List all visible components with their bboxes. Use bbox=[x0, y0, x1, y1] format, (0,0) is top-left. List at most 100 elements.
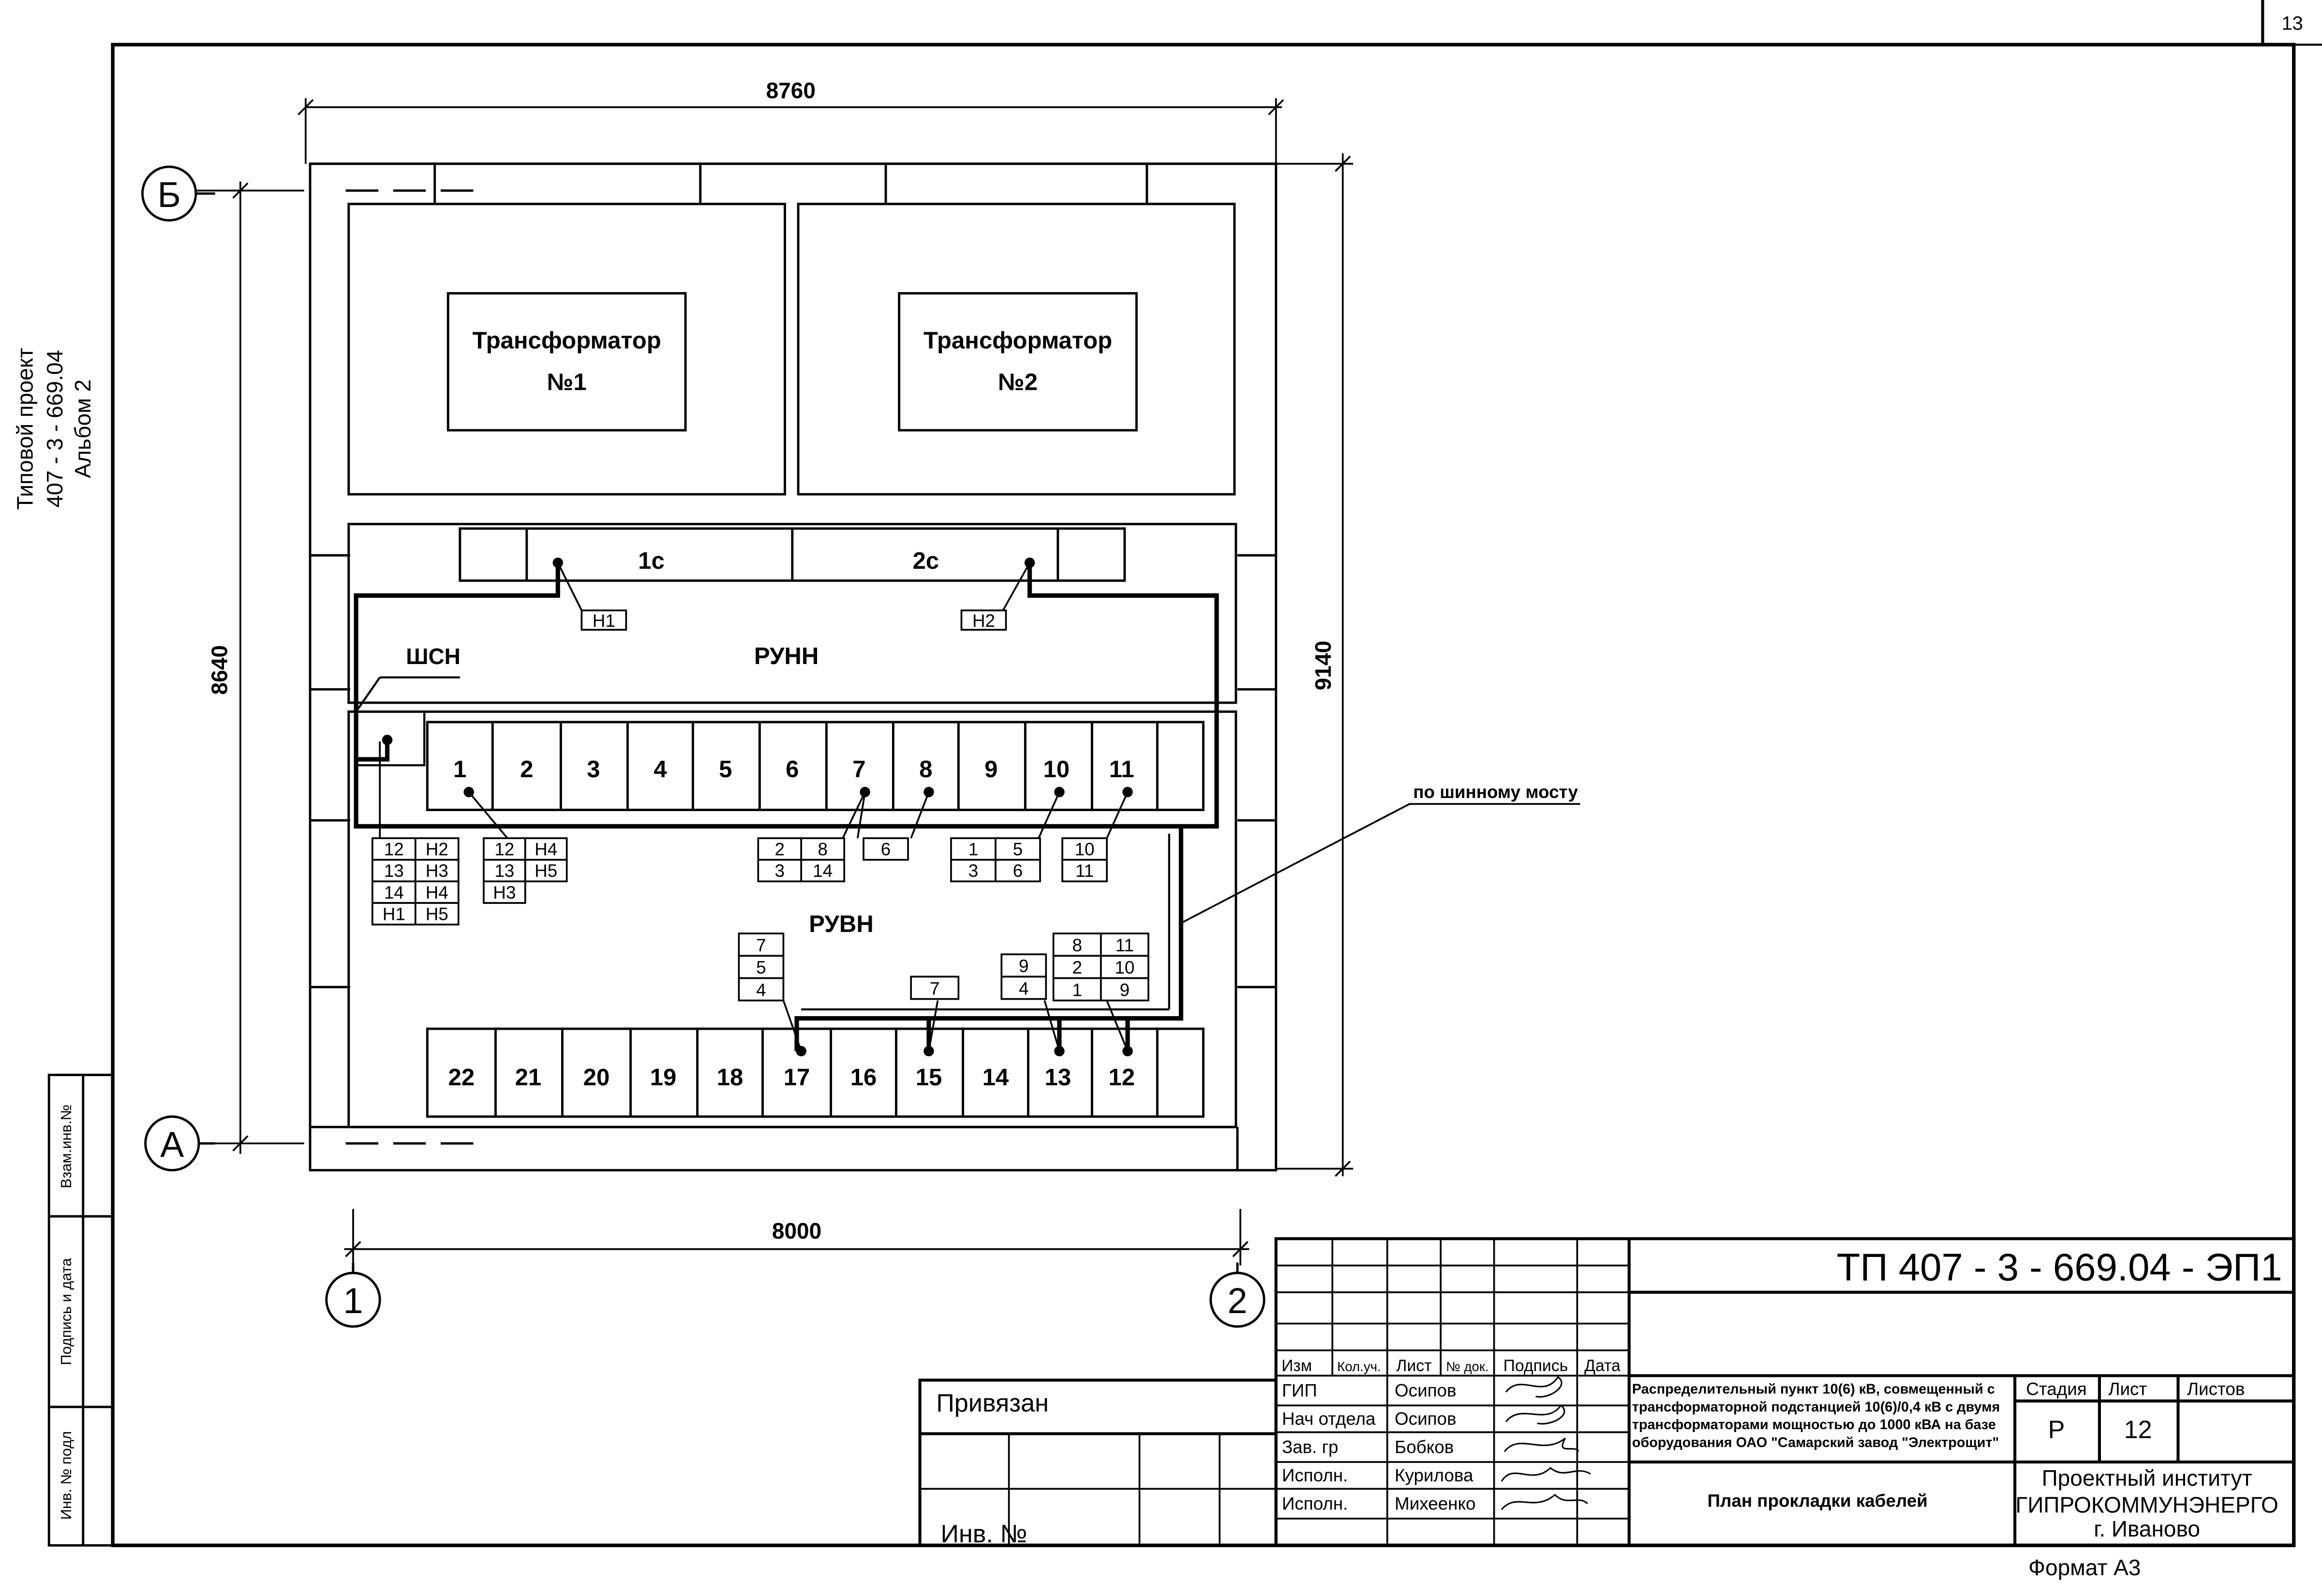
dim-top-width: 8760 bbox=[766, 78, 816, 103]
transformer-2-label: Трансформатор bbox=[923, 327, 1112, 354]
svg-text:Дата: Дата bbox=[1584, 1357, 1621, 1375]
cable-tag-number: 10 bbox=[1075, 839, 1095, 859]
cable-tag-number: 7 bbox=[756, 935, 766, 955]
dim-bottom-width: 8000 bbox=[772, 1218, 821, 1243]
cable-tag-box bbox=[863, 837, 909, 861]
leader-lines bbox=[379, 562, 1580, 1052]
axis-bubbles bbox=[141, 165, 1265, 1328]
cable-tag-number: Н3 bbox=[493, 883, 516, 902]
org-line-3: г. Иваново bbox=[2094, 1516, 2200, 1541]
cable-tag-number: 13 bbox=[494, 861, 514, 881]
cable-tag-number: 2 bbox=[775, 839, 785, 859]
cable-tag-box bbox=[1052, 932, 1102, 957]
transformer-room-1 bbox=[347, 203, 786, 496]
side-stamp: Типовой проект 407 - 3 - 669.04 Альбом 2 bbox=[13, 348, 96, 510]
svg-text:Михеенко: Михеенко bbox=[1395, 1493, 1475, 1513]
tag-boxes-h bbox=[580, 609, 1007, 631]
stage-header: Стадия bbox=[2026, 1379, 2086, 1399]
cable-tag-box bbox=[1061, 837, 1108, 861]
title-block-frame bbox=[918, 1237, 2295, 1547]
transformer-1-label: Трансформатор bbox=[473, 327, 661, 354]
cable-tag-number: 8 bbox=[1072, 935, 1082, 955]
cable-tag-number: Н5 bbox=[426, 904, 448, 924]
cells-bottom-row-labels: 22 21 20 19 18 17 16 15 14 13 12 bbox=[448, 1064, 1135, 1091]
cable-tag-box bbox=[738, 932, 785, 957]
cable-tag-box bbox=[524, 837, 568, 861]
cable-tag-box bbox=[372, 837, 417, 861]
cable-tag-box bbox=[1100, 955, 1149, 979]
cable-tag-box bbox=[1000, 975, 1047, 1000]
cell-label: 8 bbox=[919, 756, 932, 783]
svg-text:Кол.уч.: Кол.уч. bbox=[1337, 1359, 1381, 1374]
cable-tag-box bbox=[1100, 977, 1149, 1002]
vzam-inv-label: Взам.инв.№ bbox=[58, 1105, 74, 1189]
cell-label: 15 bbox=[916, 1064, 942, 1091]
cable-tag-box bbox=[372, 902, 417, 926]
cable-tag-box bbox=[800, 837, 846, 861]
svg-text:Распределительный пункт 10(6): Распределительный пункт 10(6) кВ, совмещ… bbox=[1632, 1381, 1995, 1397]
svg-text:Осипов: Осипов bbox=[1395, 1380, 1457, 1400]
svg-text:трансформаторной подстанцией 1: трансформаторной подстанцией 10(6)/0,4 к… bbox=[1632, 1399, 2000, 1415]
cell-label: 21 bbox=[515, 1064, 542, 1091]
axis-a-label: А bbox=[160, 1124, 184, 1165]
cable-tag-box bbox=[1052, 955, 1102, 979]
cable-tag-number: 1 bbox=[1072, 980, 1082, 1000]
title-block-names: Осипов Осипов Бобков Курилова Михеенко bbox=[1395, 1380, 1475, 1513]
section-1c-label: 1с bbox=[638, 547, 665, 574]
svg-text:Исполн.: Исполн. bbox=[1282, 1465, 1348, 1485]
cable-tag-box bbox=[1052, 977, 1102, 1002]
cable-tag-number: Н4 bbox=[426, 883, 448, 902]
cable-tag-number: 14 bbox=[813, 861, 833, 881]
cell-label: 10 bbox=[1043, 756, 1070, 783]
svg-text:Зав. гр: Зав. гр bbox=[1282, 1437, 1339, 1457]
cell-label: 17 bbox=[784, 1064, 810, 1091]
cable-tag-number: 4 bbox=[1019, 978, 1028, 998]
cells-bottom-row bbox=[426, 1027, 1205, 1118]
cell-label: 1 bbox=[453, 756, 466, 783]
cable-tag-group-c15: 7 bbox=[910, 975, 960, 1000]
svg-text:ГИП: ГИП bbox=[1282, 1380, 1317, 1400]
cable-tag-number: Н2 bbox=[426, 839, 448, 859]
axis-1-label: 1 bbox=[343, 1281, 363, 1321]
svg-text:Типовой проект: Типовой проект bbox=[13, 348, 38, 510]
cable-tag-number: 13 bbox=[384, 861, 404, 881]
signatures bbox=[1501, 1376, 1591, 1510]
cable-tag-box bbox=[483, 880, 526, 904]
title-block-headers: Изм Кол.уч. Лист № док. Подпись Дата bbox=[1281, 1357, 1621, 1375]
cable-tag-number: 5 bbox=[756, 958, 766, 977]
sheet-format: Формат А3 bbox=[2028, 1555, 2141, 1580]
ruvn-label: РУВН bbox=[809, 911, 873, 937]
cable-tag-number: 6 bbox=[1013, 861, 1023, 881]
cable-tag-number: Н4 bbox=[535, 839, 557, 859]
runn-label: РУНН bbox=[754, 643, 819, 669]
org-line-2: ГИПРОКОММУНЭНЕРГО bbox=[2015, 1493, 2278, 1518]
cell-label: 4 bbox=[654, 756, 667, 783]
cell-label: 13 bbox=[1045, 1064, 1072, 1091]
cable-tag-number: 4 bbox=[756, 980, 766, 1000]
podpis-label: Подпись и дата bbox=[58, 1257, 74, 1365]
shsn-label: ШСН bbox=[406, 644, 461, 669]
cell-label: 14 bbox=[982, 1064, 1009, 1091]
svg-text:Осипов: Осипов bbox=[1395, 1409, 1457, 1429]
cable-tag-number: 7 bbox=[930, 978, 939, 998]
ruvn-room bbox=[347, 710, 1237, 1128]
cable-tag-number: 5 bbox=[1013, 839, 1023, 859]
inv-no-label: Инв. № bbox=[941, 1520, 1027, 1548]
project-description: Распределительный пункт 10(6) кВ, совмещ… bbox=[1632, 1381, 2000, 1450]
cable-tag-number: 3 bbox=[775, 861, 785, 881]
cable-tag-box bbox=[800, 858, 846, 883]
svg-text:Лист: Лист bbox=[1396, 1357, 1431, 1375]
svg-text:№ док.: № док. bbox=[1446, 1359, 1488, 1374]
cable-tag-box bbox=[372, 858, 417, 883]
transformer-room-2 bbox=[797, 203, 1236, 496]
dimension-lines bbox=[195, 98, 1354, 1266]
cable-tag-box bbox=[995, 837, 1041, 861]
cable-tag-number: 14 bbox=[384, 883, 404, 902]
cable-tag-group-c17: 7 5 4 bbox=[738, 932, 785, 1002]
cable-tag-number: 10 bbox=[1115, 958, 1134, 977]
svg-text:Курилова: Курилова bbox=[1395, 1465, 1474, 1485]
